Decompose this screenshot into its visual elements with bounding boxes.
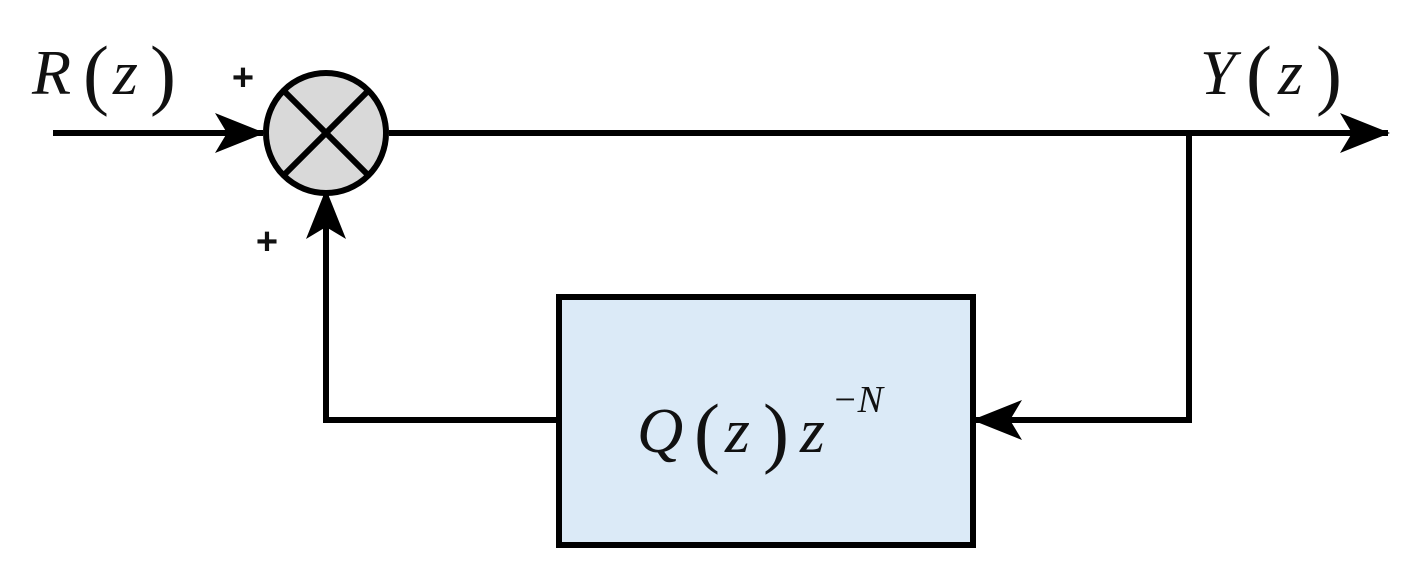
feedback-block-label: Q ( z ) z −N <box>637 379 886 475</box>
summing-junction-cross-b <box>281 88 371 178</box>
input-signal-name: R <box>31 37 71 108</box>
feedback-branch-arrow <box>972 133 1192 440</box>
feedback-sign-label: + <box>256 221 278 263</box>
output-signal-label: Y ( z ) <box>1200 30 1342 117</box>
feedback-block-var: z <box>799 395 825 466</box>
input-signal-arg: z <box>112 37 138 108</box>
feedback-block-exponent: −N <box>832 379 886 421</box>
input-signal-label: R ( z ) <box>31 30 176 117</box>
output-signal-arg: z <box>1277 37 1303 108</box>
output-signal-name: Y <box>1200 37 1242 108</box>
feedback-block-func: Q <box>637 395 683 466</box>
input-signal-open-paren: ( <box>83 30 109 117</box>
feedback-block-arg: z <box>724 395 750 466</box>
input-sign-label: + <box>232 57 254 99</box>
feedback-block-open-paren: ( <box>694 388 720 475</box>
feedback-block-close-paren: ) <box>763 388 789 475</box>
feedback-block <box>556 294 976 548</box>
feedback-return-arrow <box>306 189 559 423</box>
input-signal-close-paren: ) <box>150 30 176 117</box>
output-signal-open-paren: ( <box>1246 30 1272 117</box>
summing-junction <box>263 70 389 196</box>
output-signal-close-paren: ) <box>1316 30 1342 117</box>
